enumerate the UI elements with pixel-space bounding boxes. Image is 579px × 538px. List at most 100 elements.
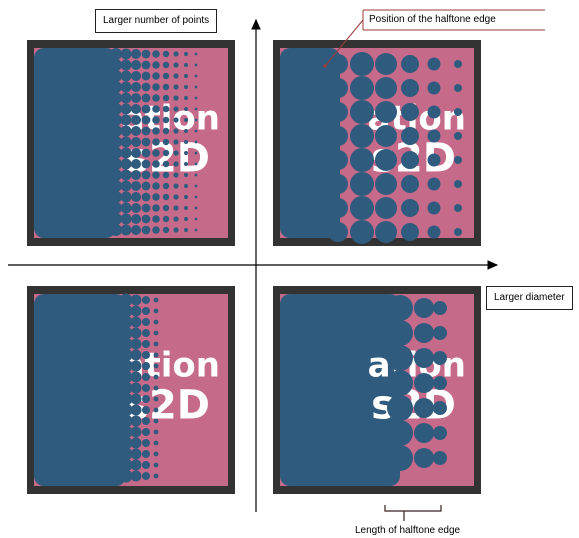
halftone-dot — [153, 451, 159, 457]
halftone-dot — [454, 228, 462, 236]
halftone-dot — [387, 420, 413, 446]
halftone-dot — [194, 74, 198, 78]
halftone-dot — [142, 318, 150, 326]
halftone-dot — [153, 363, 159, 369]
halftone-dot — [414, 323, 434, 343]
halftone-dot — [130, 404, 142, 416]
halftone-dot — [162, 171, 170, 179]
halftone-dot — [173, 139, 179, 145]
halftone-dot — [141, 71, 151, 81]
halftone-dot — [119, 436, 133, 450]
halftone-dot — [142, 329, 150, 337]
halftone-dot — [184, 63, 188, 67]
halftone-dot — [130, 338, 142, 350]
halftone-dot — [120, 103, 132, 115]
halftone-dot — [130, 426, 142, 438]
halftone-dot — [119, 359, 133, 373]
halftone-dot — [184, 151, 188, 155]
halftone-dot — [401, 223, 419, 241]
halftone-dot — [401, 199, 419, 217]
halftone-dot — [350, 100, 374, 124]
halftone-dot — [173, 183, 179, 189]
halftone-dot — [153, 473, 159, 479]
halftone-dot — [454, 180, 462, 188]
halftone-dot — [387, 320, 413, 346]
halftone-dot — [162, 215, 170, 223]
halftone-dot — [375, 173, 397, 195]
halftone-dot — [131, 93, 141, 103]
halftone-dot — [427, 201, 441, 215]
halftone-dot — [119, 425, 133, 439]
halftone-dot — [131, 82, 141, 92]
halftone-dot — [194, 129, 198, 133]
halftone-dot — [173, 128, 179, 134]
halftone-dot — [375, 221, 397, 243]
halftone-dot — [142, 373, 150, 381]
halftone-dot — [433, 351, 447, 365]
halftone-dot — [153, 308, 159, 314]
halftone-dot — [120, 158, 132, 170]
halftone-dot — [130, 316, 142, 328]
panel-blue-area — [34, 48, 116, 238]
halftone-dot — [173, 95, 179, 101]
halftone-dot — [130, 294, 142, 306]
halftone-dot — [173, 205, 179, 211]
halftone-dot — [119, 326, 133, 340]
halftone-dot — [173, 194, 179, 200]
halftone-dot — [162, 116, 170, 124]
halftone-dot — [119, 315, 133, 329]
halftone-dot — [141, 104, 151, 114]
halftone-dot — [152, 94, 160, 102]
halftone-dot — [433, 376, 447, 390]
halftone-dot — [152, 61, 160, 69]
halftone-dot — [427, 129, 441, 143]
halftone-dot — [119, 458, 133, 472]
halftone-dot — [184, 206, 188, 210]
halftone-dot — [194, 151, 198, 155]
halftone-dot — [131, 181, 141, 191]
halftone-dot — [162, 72, 170, 80]
halftone-dot — [120, 224, 132, 236]
halftone-dot — [142, 461, 150, 469]
halftone-dot — [350, 124, 374, 148]
halftone-dot — [153, 407, 159, 413]
halftone-dot — [152, 204, 160, 212]
halftone-dot — [119, 469, 133, 483]
halftone-dot — [152, 116, 160, 124]
halftone-dot — [141, 82, 151, 92]
panel-blue-area — [34, 294, 126, 486]
halftone-dot — [401, 175, 419, 193]
halftone-dot — [153, 418, 159, 424]
halftone-dot — [414, 448, 434, 468]
halftone-dot — [141, 203, 151, 213]
halftone-dot — [120, 92, 132, 104]
halftone-dot — [110, 224, 122, 236]
halftone-dot — [153, 319, 159, 325]
halftone-dot — [120, 169, 132, 181]
halftone-dot — [130, 415, 142, 427]
halftone-dot — [142, 417, 150, 425]
halftone-dot — [184, 85, 188, 89]
halftone-dot — [119, 293, 133, 307]
halftone-dot — [142, 439, 150, 447]
halftone-dot — [110, 114, 122, 126]
halftone-dot — [130, 305, 142, 317]
halftone-dot — [141, 181, 151, 191]
halftone-dot — [153, 385, 159, 391]
halftone-dot — [152, 72, 160, 80]
halftone-dot — [387, 370, 413, 396]
halftone-dot — [194, 140, 198, 144]
halftone-dot — [173, 227, 179, 233]
halftone-dot — [119, 414, 133, 428]
halftone-dot — [152, 127, 160, 135]
halftone-dot — [110, 147, 122, 159]
halftone-dot — [162, 160, 170, 168]
halftone-dot — [184, 173, 188, 177]
halftone-dot — [131, 170, 141, 180]
halftone-dot — [120, 81, 132, 93]
halftone-dot — [375, 53, 397, 75]
halftone-dot — [162, 182, 170, 190]
halftone-dot — [173, 216, 179, 222]
halftone-dot — [162, 193, 170, 201]
